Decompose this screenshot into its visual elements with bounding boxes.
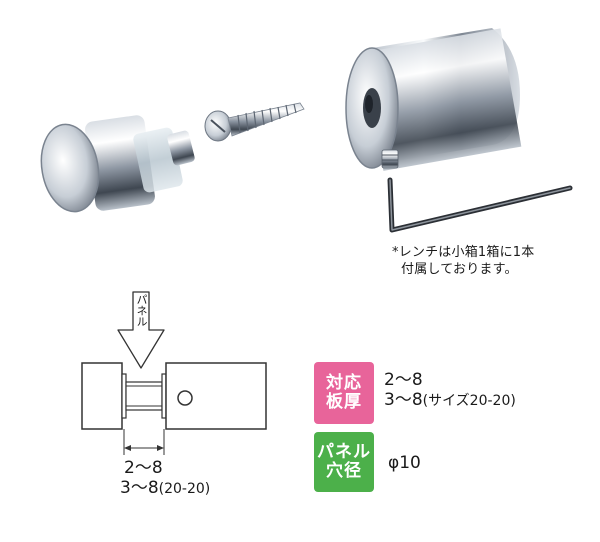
cylinder-body-part [345,28,522,171]
thickness-dimension: 2〜8 3〜8(20-20) [120,458,210,499]
hole-diameter-badge: パネル 穴径 [314,432,374,492]
thickness-line1: 2〜8 [384,370,423,390]
panel-label: パネル [135,294,148,327]
wrench-note-line2: 付属しております。 [401,262,518,277]
set-screw-hole [177,390,193,406]
panel-arrow-icon [117,291,165,369]
set-screw-part [381,149,399,169]
hex-wrench-part [387,177,573,233]
panel-section [125,381,163,411]
dimension-line2: 3〜8(20-20) [120,478,211,498]
cap-part [40,115,195,213]
thickness-values: 2〜8 3〜8(サイズ20-20) [384,370,516,411]
thickness-badge: 対応 板厚 [314,362,374,424]
wrench-note: *レンチは小箱1箱に1本 付属しております。 [392,244,534,278]
dimension-line1: 2〜8 [124,458,163,478]
hole-diameter-value: φ10 [388,453,421,473]
wrench-note-line1: *レンチは小箱1箱に1本 [392,245,535,260]
thickness-line2: 3〜8(サイズ20-20) [384,390,516,410]
screw-part [204,102,305,142]
cap-block [81,362,123,430]
